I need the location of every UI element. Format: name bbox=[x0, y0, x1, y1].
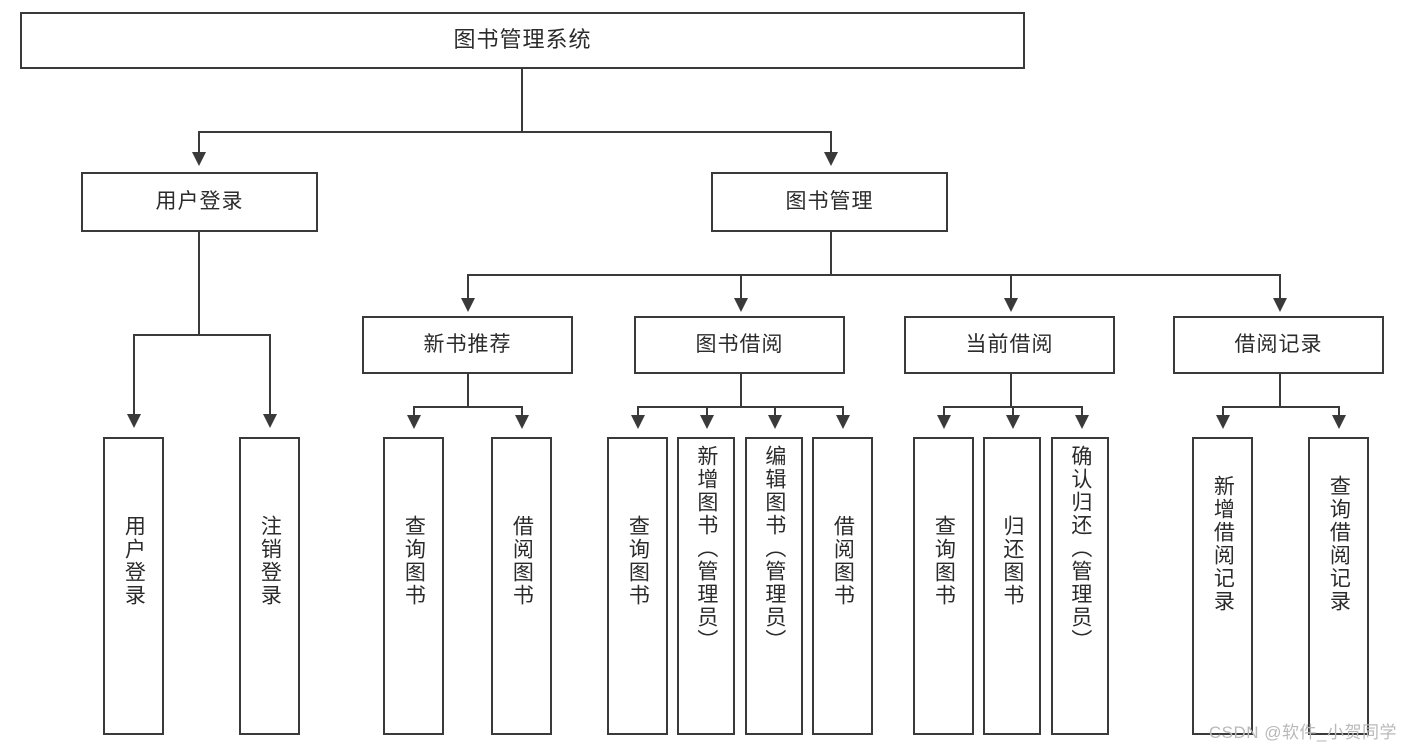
connector-bm-to-new-book-recommend bbox=[467, 274, 469, 301]
connector-book-borrow-stem bbox=[740, 374, 742, 407]
leaf-query-book-borrow[interactable]: 查询图书 bbox=[607, 437, 668, 735]
connector-nb-to-leaf-1 bbox=[413, 406, 415, 418]
node-label: 图书借阅 bbox=[695, 333, 784, 357]
arrow-down-icon bbox=[824, 152, 838, 166]
connector-book-management-bus bbox=[467, 274, 1279, 276]
node-book-borrow[interactable]: 图书借阅 bbox=[634, 316, 845, 374]
arrow-down-icon bbox=[1075, 415, 1089, 429]
node-label: 当前借阅 bbox=[965, 333, 1054, 357]
connector-book-management-stem bbox=[830, 232, 832, 275]
leaf-query-book-current[interactable]: 查询图书 bbox=[913, 437, 974, 735]
connector-bb-to-leaf-3 bbox=[774, 406, 776, 418]
node-label: 图书管理 bbox=[785, 190, 874, 214]
connector-user-login-to-leaf-1 bbox=[133, 334, 135, 416]
node-book-management[interactable]: 图书管理 bbox=[711, 172, 948, 232]
connector-user-login-stem bbox=[198, 232, 200, 335]
arrow-down-icon bbox=[1216, 415, 1230, 429]
leaf-label: 借阅图书 bbox=[510, 515, 534, 607]
leaf-label: 查询借阅记录 bbox=[1327, 475, 1351, 613]
node-borrow-record[interactable]: 借阅记录 bbox=[1173, 316, 1384, 374]
connector-current-borrow-stem bbox=[1010, 374, 1012, 407]
connector-book-borrow-bus bbox=[637, 406, 844, 408]
connector-nb-to-leaf-2 bbox=[521, 406, 523, 418]
connector-bb-to-leaf-2 bbox=[706, 406, 708, 418]
connector-bb-to-leaf-1 bbox=[637, 406, 639, 418]
arrow-down-icon bbox=[407, 415, 421, 429]
leaf-label: 确认归还（管理员） bbox=[1068, 445, 1092, 652]
leaf-query-borrow-record[interactable]: 查询借阅记录 bbox=[1308, 437, 1369, 735]
connector-cb-to-leaf-2 bbox=[1012, 406, 1014, 418]
node-user-login[interactable]: 用户登录 bbox=[81, 172, 318, 232]
arrow-down-icon bbox=[1332, 415, 1346, 429]
leaf-edit-book[interactable]: 编辑图书（管理员） bbox=[745, 437, 803, 735]
leaf-add-book[interactable]: 新增图书（管理员） bbox=[677, 437, 735, 735]
node-root-book-management-system[interactable]: 图书管理系统 bbox=[20, 12, 1025, 69]
node-current-borrow[interactable]: 当前借阅 bbox=[904, 316, 1115, 374]
arrow-down-icon bbox=[192, 152, 206, 166]
arrow-down-icon bbox=[127, 414, 141, 428]
connector-root-stem bbox=[521, 69, 523, 132]
arrow-down-icon bbox=[1004, 298, 1018, 312]
leaf-borrow-book-new-recommend[interactable]: 借阅图书 bbox=[491, 437, 552, 735]
arrow-down-icon bbox=[1006, 415, 1020, 429]
arrow-down-icon bbox=[836, 415, 850, 429]
connector-bm-to-current-borrow bbox=[1010, 274, 1012, 301]
arrow-down-icon bbox=[937, 415, 951, 429]
leaf-confirm-return[interactable]: 确认归还（管理员） bbox=[1051, 437, 1109, 735]
node-label: 借阅记录 bbox=[1234, 333, 1323, 357]
leaf-borrow-book[interactable]: 借阅图书 bbox=[812, 437, 873, 735]
arrow-down-icon bbox=[631, 415, 645, 429]
node-new-book-recommend[interactable]: 新书推荐 bbox=[362, 316, 573, 374]
leaf-return-book[interactable]: 归还图书 bbox=[983, 437, 1041, 735]
leaf-user-login[interactable]: 用户登录 bbox=[103, 437, 164, 735]
leaf-label: 查询图书 bbox=[626, 515, 650, 607]
arrow-down-icon bbox=[263, 414, 277, 428]
node-label: 图书管理系统 bbox=[453, 27, 592, 53]
leaf-add-borrow-record[interactable]: 新增借阅记录 bbox=[1192, 437, 1253, 735]
leaf-label: 注销登录 bbox=[258, 515, 282, 607]
connector-root-to-book-management bbox=[830, 131, 832, 156]
connector-bm-to-book-borrow bbox=[740, 274, 742, 301]
leaf-label: 查询图书 bbox=[402, 515, 426, 607]
leaf-label: 借阅图书 bbox=[831, 515, 855, 607]
connector-bm-to-borrow-record bbox=[1279, 274, 1281, 301]
arrow-down-icon bbox=[461, 298, 475, 312]
leaf-user-logout[interactable]: 注销登录 bbox=[239, 437, 300, 735]
leaf-label: 用户登录 bbox=[122, 515, 146, 607]
connector-cb-to-leaf-1 bbox=[943, 406, 945, 418]
node-label: 新书推荐 bbox=[423, 333, 512, 357]
leaf-label: 新增借阅记录 bbox=[1211, 475, 1235, 613]
connector-borrow-record-bus bbox=[1222, 406, 1338, 408]
leaf-query-book-new-recommend[interactable]: 查询图书 bbox=[383, 437, 444, 735]
connector-user-login-to-leaf-2 bbox=[269, 334, 271, 416]
arrow-down-icon bbox=[515, 415, 529, 429]
connector-user-login-bus bbox=[133, 334, 269, 336]
leaf-label: 新增图书（管理员） bbox=[694, 445, 718, 652]
connector-bb-to-leaf-4 bbox=[842, 406, 844, 418]
connector-new-book-bus bbox=[413, 406, 523, 408]
connector-br-to-leaf-2 bbox=[1338, 406, 1340, 418]
arrow-down-icon bbox=[700, 415, 714, 429]
leaf-label: 查询图书 bbox=[932, 515, 956, 607]
arrow-down-icon bbox=[1273, 298, 1287, 312]
connector-root-to-user-login bbox=[198, 131, 200, 156]
arrow-down-icon bbox=[734, 298, 748, 312]
connector-cb-to-leaf-3 bbox=[1081, 406, 1083, 418]
leaf-label: 编辑图书（管理员） bbox=[762, 445, 786, 652]
connector-br-to-leaf-1 bbox=[1222, 406, 1224, 418]
connector-root-bus bbox=[198, 131, 832, 133]
node-label: 用户登录 bbox=[155, 190, 244, 214]
connector-new-book-stem bbox=[467, 374, 469, 407]
leaf-label: 归还图书 bbox=[1000, 515, 1024, 607]
arrow-down-icon bbox=[768, 415, 782, 429]
watermark-text: CSDN @软件_小贺同学 bbox=[1208, 723, 1397, 742]
connector-borrow-record-stem bbox=[1279, 374, 1281, 407]
